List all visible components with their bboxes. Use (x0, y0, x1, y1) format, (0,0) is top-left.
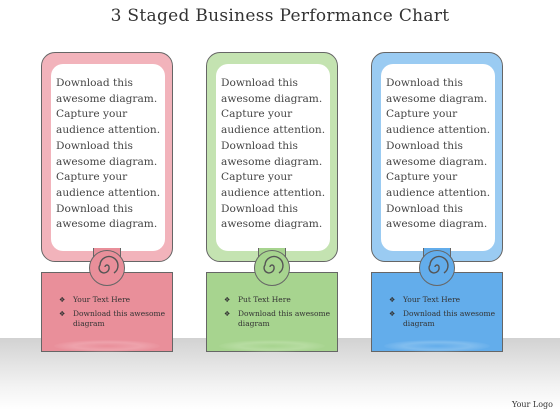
swirl-icon (98, 255, 119, 274)
bullet-item: ❖ Your Text Here (59, 295, 169, 305)
stage-card-2: Download this awesome diagram. Capture y… (206, 52, 338, 352)
bullet-item: ❖ Put Text Here (224, 295, 334, 305)
stage-panel-inner-3: Download this awesome diagram. Capture y… (381, 64, 495, 251)
diamond-bullet-icon: ❖ (224, 296, 231, 304)
diamond-bullet-icon: ❖ (59, 310, 66, 318)
stage-bullets-1: ❖ Your Text Here ❖ Download this awesome… (59, 295, 169, 333)
stage-panel-2: Download this awesome diagram. Capture y… (206, 52, 338, 262)
stage-panel-3: Download this awesome diagram. Capture y… (371, 52, 503, 262)
bullet-text: Download this awesome diagram (238, 309, 331, 328)
diamond-bullet-icon: ❖ (59, 296, 66, 304)
chart-title: 3 Staged Business Performance Chart (110, 6, 450, 26)
bullet-item: ❖ Download this awesome diagram (59, 309, 169, 329)
stage-card-3: Download this awesome diagram. Capture y… (371, 52, 503, 352)
stage-shadow-1 (54, 340, 160, 352)
swirl-icon (428, 255, 449, 274)
bullet-item: ❖ Your Text Here (389, 295, 499, 305)
swirl-icon (263, 255, 284, 274)
bullet-text: Download this awesome diagram (403, 309, 496, 328)
stage-panel-inner-2: Download this awesome diagram. Capture y… (216, 64, 330, 251)
diamond-bullet-icon: ❖ (224, 310, 231, 318)
bullet-text: Download this awesome diagram (73, 309, 166, 328)
bullet-item: ❖ Download this awesome diagram (389, 309, 499, 329)
stage-bullets-3: ❖ Your Text Here ❖ Download this awesome… (389, 295, 499, 333)
stage-bullets-2: ❖ Put Text Here ❖ Download this awesome … (224, 295, 334, 333)
bullet-text: Your Text Here (73, 295, 131, 304)
stage-body-text-3: Download this awesome diagram. Capture y… (386, 77, 491, 231)
stage-shadow-2 (219, 340, 325, 352)
bullet-item: ❖ Download this awesome diagram (224, 309, 334, 329)
diamond-bullet-icon: ❖ (389, 310, 396, 318)
stage-card-1: Download this awesome diagram. Capture y… (41, 52, 173, 352)
stage-panel-1: Download this awesome diagram. Capture y… (41, 52, 173, 262)
stage-body-text-1: Download this awesome diagram. Capture y… (56, 77, 161, 231)
stage-shadow-3 (384, 340, 490, 352)
diamond-bullet-icon: ❖ (389, 296, 396, 304)
stage-panel-inner-1: Download this awesome diagram. Capture y… (51, 64, 165, 251)
stage-body-text-2: Download this awesome diagram. Capture y… (221, 77, 326, 231)
bullet-text: Your Text Here (403, 295, 461, 304)
bullet-text: Put Text Here (238, 295, 291, 304)
logo-text: Your Logo (512, 400, 553, 409)
